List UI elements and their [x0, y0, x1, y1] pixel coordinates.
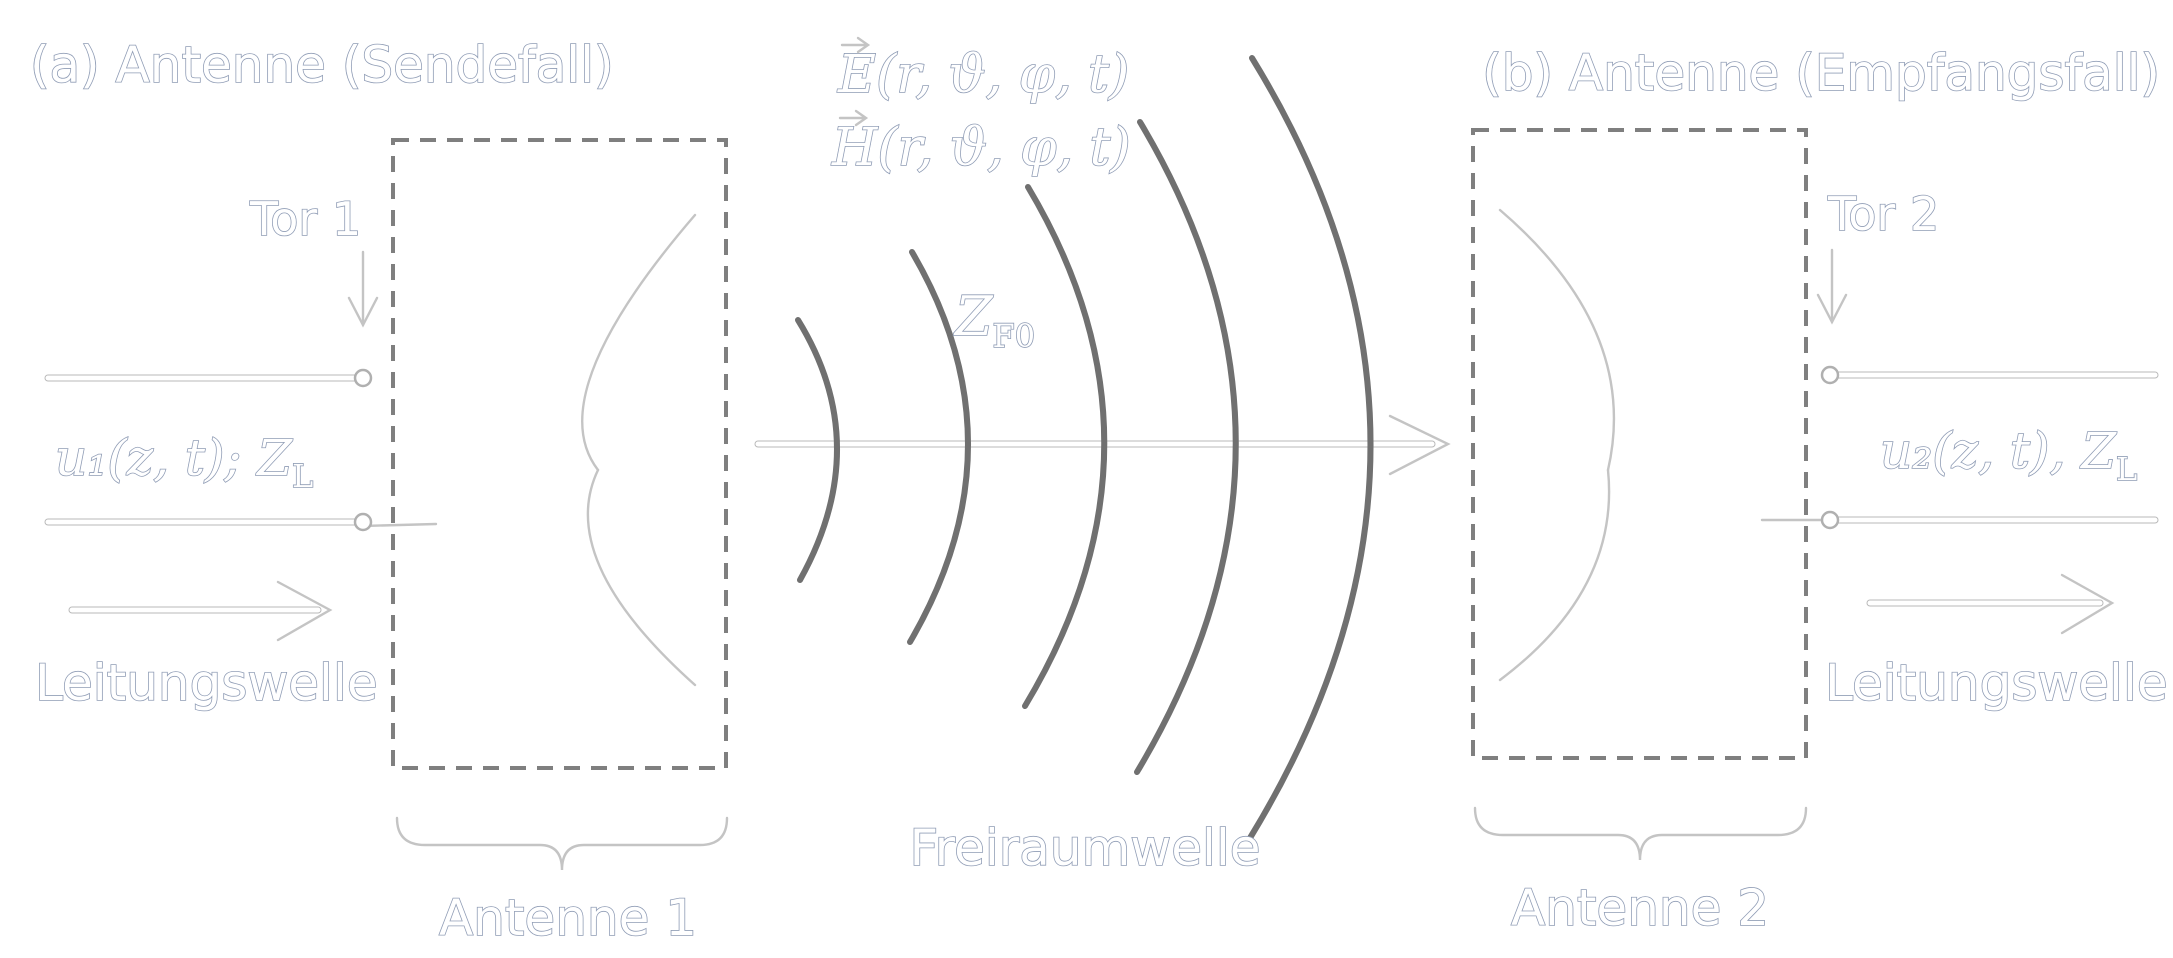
free-space-wave-label: Freiraumwelle	[909, 819, 1260, 877]
antenna-2-box	[1471, 128, 1808, 760]
wavefront-2	[907, 249, 971, 645]
svg-text:E(r, ϑ, φ, t): E(r, ϑ, φ, t)	[837, 45, 1129, 105]
antenna-2-label: Antenne 2	[1511, 879, 1769, 937]
line-wave-1-arrow	[68, 580, 333, 642]
port-2-label: Tor 2	[1827, 187, 1939, 241]
title-receive: (b) Antenne (Empfangsfall)	[1482, 44, 2160, 102]
voltage-2-label: u₂(z, t), ZL	[1880, 422, 2137, 488]
antenna-2-brace	[1473, 806, 1808, 861]
antenna-1-reflector	[581, 213, 697, 472]
field-e-label: E(r, ϑ, φ, t)	[836, 36, 1130, 106]
port-2-terminal-top	[1820, 365, 1840, 385]
port-2-arrow	[1816, 248, 1848, 325]
wavefront-4	[1134, 119, 1239, 775]
svg-text:H(r, ϑ, φ, t): H(r, ϑ, φ, t)	[831, 118, 1131, 178]
port-1-label: Tor 1	[249, 192, 361, 246]
wavefront-1	[795, 317, 840, 583]
wavefront-5	[1247, 55, 1374, 841]
wavefront-3	[1022, 184, 1108, 709]
port-1-terminal-bottom	[353, 512, 373, 532]
impedance-label: ZF0	[953, 285, 1035, 355]
field-h-label: H(r, ϑ, φ, t)	[830, 109, 1132, 179]
transmission-line-1	[44, 368, 438, 532]
transmission-line-2	[1760, 365, 2159, 530]
propagation-arrow	[754, 414, 1451, 476]
line-wave-2-arrow	[1866, 573, 2115, 635]
port-2-terminal-bottom	[1820, 510, 1840, 530]
port-1-arrow	[347, 250, 379, 328]
antenna-1-label: Antenne 1	[439, 889, 697, 947]
port-1-terminal-top	[353, 368, 373, 388]
antenna-2-reflector	[1498, 208, 1616, 472]
antenna-1-brace	[395, 816, 729, 871]
antenna-2-reflector-lower	[1498, 468, 1611, 682]
voltage-1-label: u₁(z, t); ZL	[55, 429, 313, 495]
antenna-1-box	[391, 138, 728, 770]
line-wave-1-label: Leitungswelle	[35, 654, 378, 712]
line-wave-2-label: Leitungswelle	[1825, 654, 2168, 712]
antenna-1-reflector-lower	[586, 468, 697, 687]
title-send: (a) Antenne (Sendefall)	[30, 36, 614, 94]
